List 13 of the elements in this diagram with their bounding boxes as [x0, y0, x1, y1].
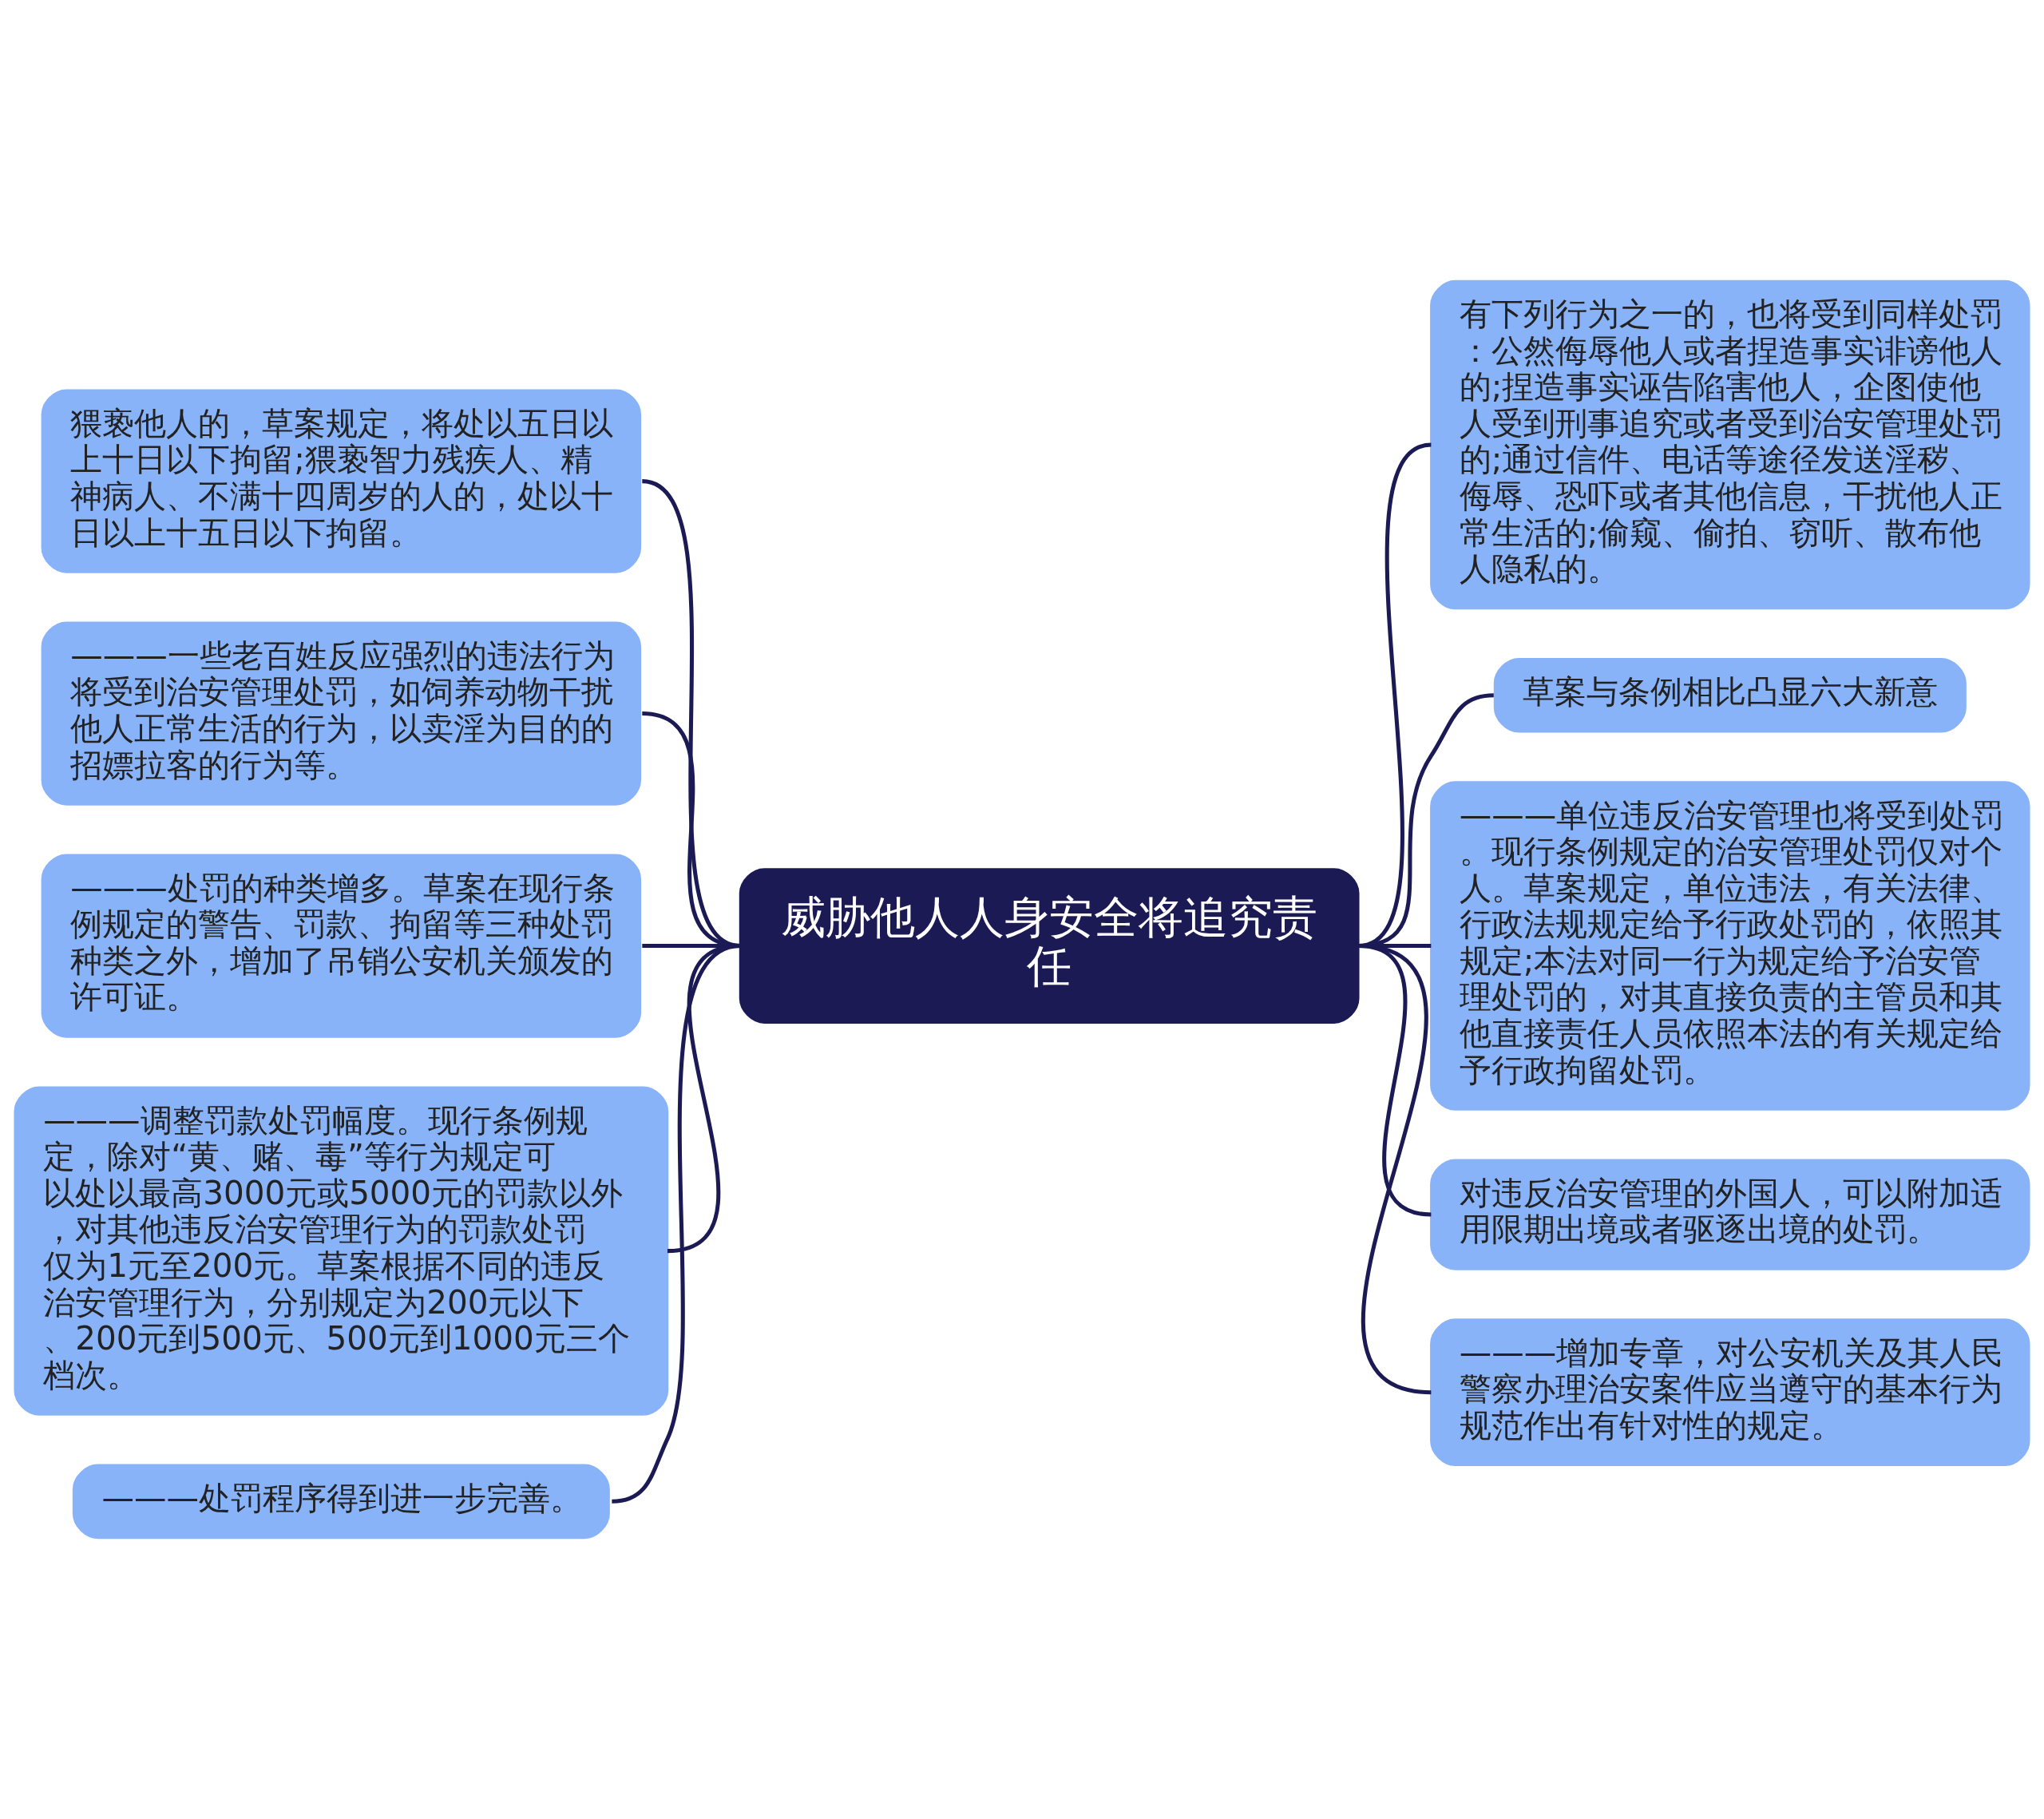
- node-box: 有下列行为之一的，也将受到同样处罚：公然侮辱他人或者捏造事实诽谤他人的;捏造事实诬告陷害他人，企图使他人受到刑事追究或者受到治安管理处罚的;通过信件、电话等途径发送淫秽、侮辱、恐吓或者其他信息，干扰他人正常生活的;偷窥、偷拍、窃听、散布他人隐私的。: [1430, 279, 2030, 610]
- node-box: ———处罚程序得到进一步完善。: [72, 1464, 610, 1540]
- node-box: 威胁他人人身安全将追究责任: [739, 868, 1360, 1024]
- node-box: 猥亵他人的，草案规定，将处以五日以上十日以下拘留;猥亵智力残疾人、精神病人、不满十四周岁的人的，处以十日以上十五日以下拘留。: [41, 389, 642, 573]
- connector: [1357, 944, 1432, 1395]
- node-box: ———调整罚款处罚幅度。现行条例规定，除对“黄、赌、毒”等行为规定可以处以最高3000元或5000元的罚款以外，对其他违反治安管理行为的罚款处罚仅为1元至200元。草案根据不同的违反治安管理行为，分别规定为200元以下、200元到500元、500元到1000元三个档次。: [14, 1086, 669, 1416]
- node-box: ———单位违反治安管理也将受到处罚。现行条例规定的治安管理处罚仅对个人。草案规定，单位违法，有关法律、行政法规规定给予行政处罚的，依照其规定;本法对同一行为规定给予治安管理处罚的，对其直接负责的主管员和其他直接责任人员依照本法的有关规定给予行政拘留处罚。: [1430, 781, 2030, 1111]
- node-box: 草案与条例相比凸显六大新意: [1493, 658, 1967, 733]
- connector: [612, 944, 741, 1504]
- node-box: ———一些老百姓反应强烈的违法行为将受到治安管理处罚，如饲养动物干扰他人正常生活的行为，以卖淫为目的的招嫖拉客的行为等。: [41, 621, 642, 806]
- node-box: ———处罚的种类增多。草案在现行条例规定的警告、罚款、拘留等三种处罚种类之外，增加了吊销公安机关颁发的许可证。: [41, 854, 642, 1038]
- node-box: ———增加专章，对公安机关及其人民警察办理治安案件应当遵守的基本行为规范作出有针对性的规定。: [1430, 1318, 2030, 1467]
- node-box: 对违反治安管理的外国人，可以附加适用限期出境或者驱逐出境的处罚。: [1430, 1159, 2030, 1270]
